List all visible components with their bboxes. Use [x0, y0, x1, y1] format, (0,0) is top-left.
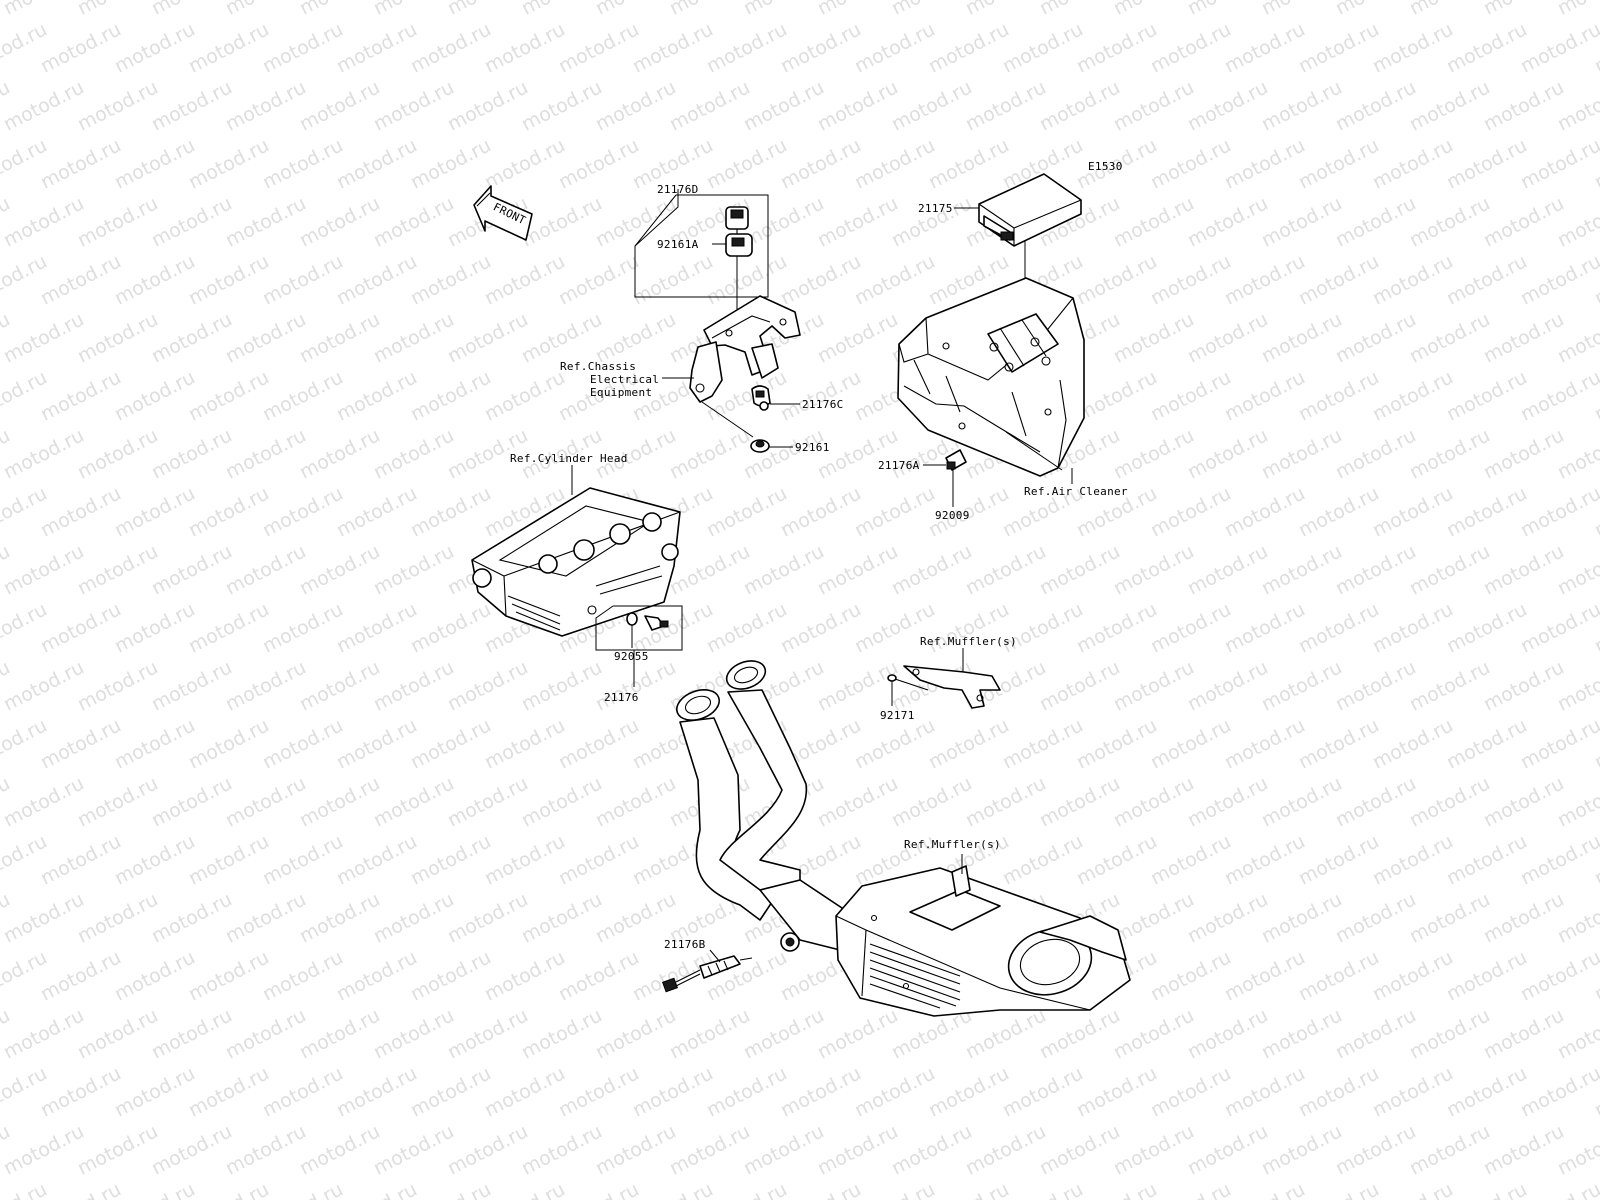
label-92055: 92055 — [614, 650, 649, 663]
label-92171: 92171 — [880, 709, 915, 722]
grommet-92161 — [750, 439, 770, 453]
sensor-21176A — [945, 449, 967, 471]
label-21176C: 21176C — [802, 398, 844, 411]
cylinder-head — [471, 487, 681, 637]
sensor-21176D — [725, 206, 749, 236]
label-21176B: 21176B — [664, 938, 706, 951]
label-ref-muffler-lower: Ref.Muffler(s) — [904, 838, 1001, 851]
label-ref-muffler-upper: Ref.Muffler(s) — [920, 635, 1017, 648]
diagram-code: E1530 — [1088, 160, 1123, 173]
label-92161A: 92161A — [657, 238, 699, 251]
washer-92055 — [626, 612, 638, 626]
label-92161: 92161 — [795, 441, 830, 454]
label-21176D: 21176D — [657, 183, 699, 196]
label-ref-air-cleaner: Ref.Air Cleaner — [1024, 485, 1128, 498]
label-21176: 21176 — [604, 691, 639, 704]
muffler — [835, 865, 1131, 1017]
label-21175: 21175 — [918, 202, 953, 215]
air-cleaner-housing — [897, 277, 1085, 477]
label-ref-chassis-3: Equipment — [590, 386, 652, 399]
label-ref-chassis-1: Ref.Chassis — [560, 360, 636, 373]
label-92009: 92009 — [935, 509, 970, 522]
sensor-mounting-bracket — [689, 295, 801, 403]
muffler-bracket — [903, 665, 1001, 709]
sensor-21176B — [662, 955, 753, 993]
sensor-92161A — [725, 233, 753, 257]
front-arrow-icon: FRONT — [473, 185, 533, 241]
exhaust-header-pipes — [675, 660, 861, 952]
label-ref-chassis-2: Electrical — [590, 373, 659, 386]
bracket-group-21176D — [634, 189, 801, 453]
sensor-21176C — [751, 385, 771, 411]
sensor-21176 — [644, 615, 669, 631]
ecu-21175 — [978, 173, 1082, 247]
label-21176A: 21176A — [878, 459, 920, 472]
label-ref-cylinder-head: Ref.Cylinder Head — [510, 452, 628, 465]
